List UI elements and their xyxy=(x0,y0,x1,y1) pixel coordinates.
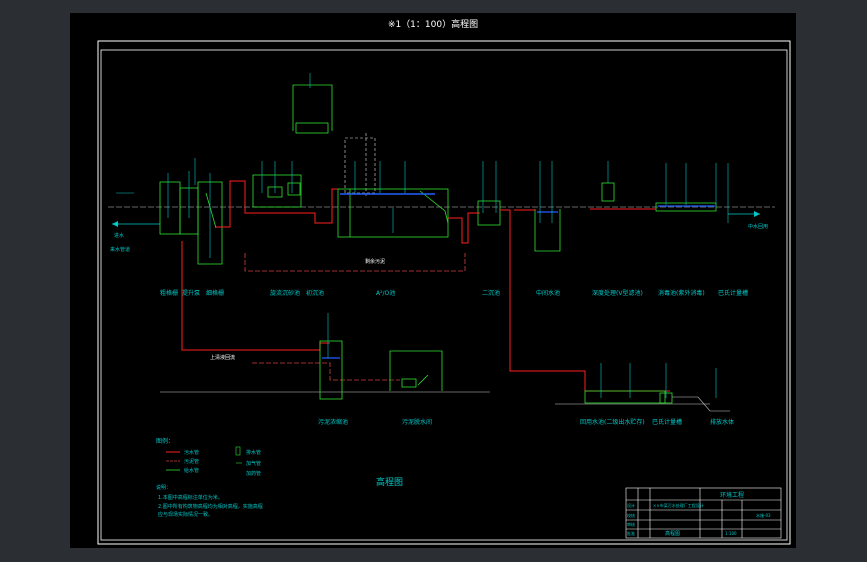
legend-item-0: 污水管 xyxy=(184,449,199,456)
drawing-border xyxy=(97,40,791,545)
label-13: 回用水池(二级出水贮存) xyxy=(580,418,645,426)
outflow-label: 中水回用 xyxy=(748,223,768,230)
pipe-note: 上清液回流 xyxy=(210,354,235,361)
legend-heading: 图例： xyxy=(156,437,174,445)
label-14: 巴氏计量槽 xyxy=(652,418,682,426)
title-row-1: 校核 xyxy=(627,512,635,518)
label-6: 二沉池 xyxy=(482,289,500,297)
label-10: 巴氏计量槽 xyxy=(718,289,748,297)
inflow-sub-label: 来水管道 xyxy=(110,246,130,253)
outflow-arrow xyxy=(728,211,760,217)
notes-line-1: 2.图中所有构筑物高程均为相对高程，实施高程 xyxy=(158,503,263,510)
filter-unit xyxy=(601,182,615,202)
sludge-thickener xyxy=(319,340,343,400)
inflow-label: 进水 xyxy=(114,232,124,239)
dewatering-house xyxy=(389,350,443,391)
title-row-3: 批准 xyxy=(627,530,635,536)
inner-border xyxy=(100,49,788,541)
label-3: 旋流沉砂池 xyxy=(270,289,300,297)
title-project: ××市某污水处理厂工程设计 xyxy=(653,502,704,508)
title-company: 环境工程 xyxy=(720,491,744,499)
blower-house xyxy=(292,84,333,134)
title-number: 水施-03 xyxy=(756,512,771,518)
legend-item-1: 污泥管 xyxy=(184,458,199,465)
label-8: 深度处理(V型滤池) xyxy=(592,289,643,297)
label-4: 初沉池 xyxy=(306,289,324,297)
label-12: 污泥脱水间 xyxy=(402,418,432,426)
drawing-title: 高程图 xyxy=(376,476,403,488)
grit-chamber xyxy=(252,174,302,208)
legend: 图例： 污水管 污泥管 给水管 排水管 加气管 加药管 xyxy=(156,437,261,477)
intermediate-tank xyxy=(534,209,561,252)
legend-item-4: 加气管 xyxy=(246,460,261,467)
label-1: 提升泵 xyxy=(182,289,200,297)
reuse-tank xyxy=(584,390,673,404)
elevation-diagram: 粗格栅 提升泵 细格栅 旋流沉砂池 初沉池 A²/O池 二沉池 中间水池 深度处… xyxy=(97,40,791,545)
notes-heading: 说明： xyxy=(156,484,171,491)
label-11: 污泥浓缩池 xyxy=(318,418,348,426)
sludge-note: 剩余污泥 xyxy=(365,258,385,265)
sheet-title: ※1（1：100）高程图 xyxy=(387,20,479,30)
legend-item-3: 排水管 xyxy=(246,449,261,456)
title-scale: 1:100 xyxy=(725,531,737,536)
legend-item-5: 加药管 xyxy=(246,470,261,477)
water-pipe-reuse xyxy=(500,209,670,392)
legend-item-2: 给水管 xyxy=(184,467,199,474)
drawing-sheet: ※1（1：100）高程图 xyxy=(70,13,796,548)
notes-line-2: 应与现场实际情况一致。 xyxy=(158,511,213,518)
notes-line-0: 1.本图中高程标注单位为米。 xyxy=(158,494,223,501)
secondary-clarifier xyxy=(477,200,501,226)
water-pipe-flow xyxy=(215,180,338,228)
a2o-tank xyxy=(337,188,449,238)
label-15: 排放水体 xyxy=(710,418,734,426)
outfall-slope xyxy=(672,396,730,412)
notes: 说明： 1.本图中高程标注单位为米。 2.图中所有构筑物高程均为相对高程，实施高… xyxy=(156,484,263,518)
label-0: 粗格栅 xyxy=(160,289,178,297)
label-9: 消毒池(紫外消毒) xyxy=(658,289,705,297)
sludge-pipe xyxy=(244,253,466,272)
screen-markers xyxy=(167,158,211,258)
title-row-2: 审核 xyxy=(627,521,635,527)
label-7: 中间水池 xyxy=(536,289,560,297)
label-2: 细格栅 xyxy=(206,289,224,297)
coarse-screen-structure xyxy=(159,181,223,265)
process-labels: 粗格栅 提升泵 细格栅 旋流沉砂池 初沉池 A²/O池 二沉池 中间水池 深度处… xyxy=(160,289,748,426)
title-block xyxy=(625,487,782,539)
dashed-structure xyxy=(344,133,376,198)
label-5: A²/O池 xyxy=(376,289,395,297)
inflow-arrow xyxy=(112,192,160,227)
title-row-0: 设计 xyxy=(627,502,635,508)
title-drawing: 高程图 xyxy=(665,530,680,537)
